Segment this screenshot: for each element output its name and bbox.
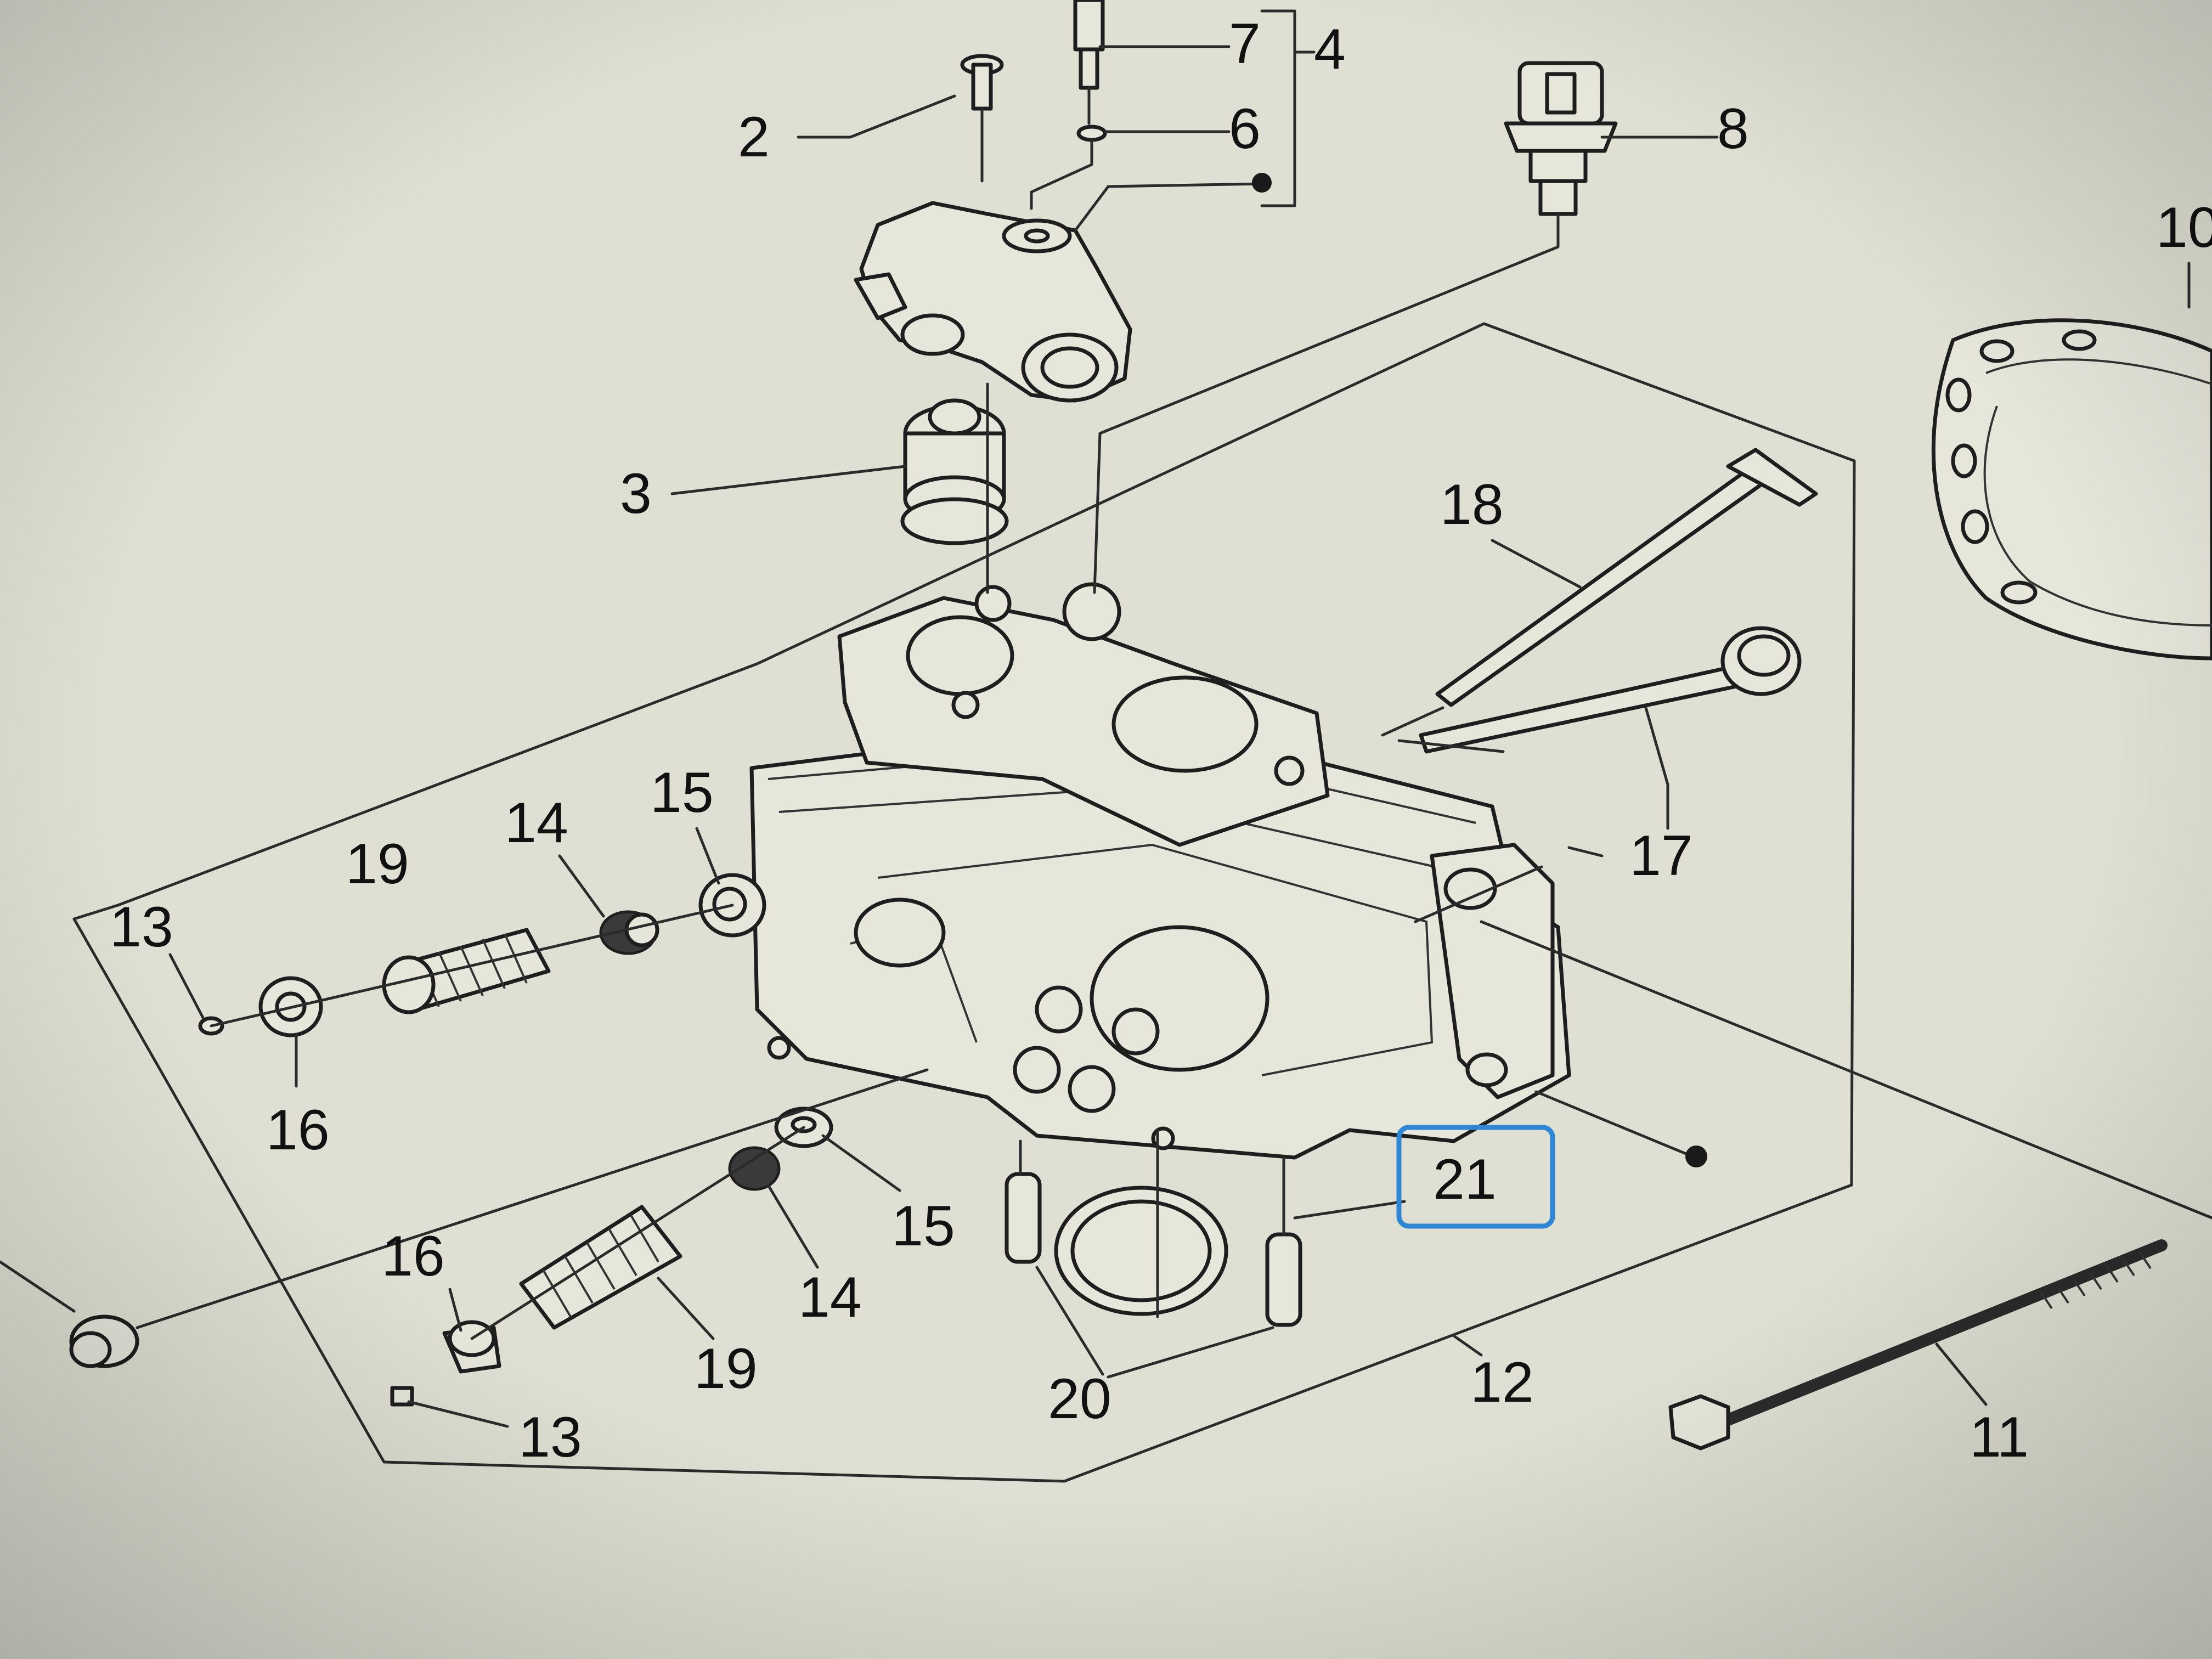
callout-17: 17: [1629, 824, 1693, 888]
callout-15-lower: 15: [891, 1194, 955, 1258]
head-bolt-11: [1668, 1239, 2168, 1451]
temp-sensor-7: [1073, 0, 1105, 125]
callout-8: 8: [1717, 97, 1749, 161]
callout-18: 18: [1440, 473, 1504, 537]
callout-20: 20: [1048, 1367, 1111, 1431]
callout-3: 3: [620, 462, 652, 526]
head-gasket-10: [1931, 318, 2212, 661]
callout-16-upper: 16: [266, 1098, 330, 1162]
valve-17: [1419, 626, 1802, 754]
o-ring: [1054, 1128, 1228, 1318]
valve-spring-kit-lower: [390, 1107, 833, 1407]
valve-spring-kit-upper: [198, 873, 766, 1037]
cylinder-head: [749, 582, 1571, 1160]
callout-15-upper: 15: [650, 761, 714, 825]
callout-11: 11: [1970, 1406, 2029, 1469]
callout-13-upper: 13: [110, 895, 173, 959]
reference-dot-bottom: [1685, 1146, 1707, 1167]
spring-19-lower: [519, 1205, 682, 1330]
callout-10: 10: [2156, 196, 2212, 259]
callout-6: 6: [1229, 97, 1261, 161]
callout-19-upper: 19: [346, 832, 409, 896]
callout-4: 4: [1314, 18, 1346, 81]
callout-2: 2: [738, 105, 770, 169]
callout-19-lower: 19: [694, 1337, 758, 1401]
callout-14-upper: 14: [505, 791, 568, 855]
reference-dot-top: [1252, 173, 1272, 193]
thermostat-3: [900, 398, 1009, 545]
spring-19-upper: [382, 928, 551, 1014]
bolt-2: [960, 54, 1004, 183]
callout-14-lower: 14: [798, 1266, 862, 1329]
retainer-16-lower: [442, 1320, 501, 1374]
callout-16-lower: 16: [381, 1224, 445, 1288]
washer-6: [1076, 125, 1107, 142]
callout-7: 7: [1229, 12, 1261, 76]
thermostat-housing: [854, 201, 1132, 403]
sensor-8: [1504, 61, 1618, 238]
callout-12: 12: [1470, 1351, 1534, 1414]
callout-13-lower: 13: [518, 1406, 582, 1469]
callout-21: 21: [1433, 1148, 1497, 1211]
